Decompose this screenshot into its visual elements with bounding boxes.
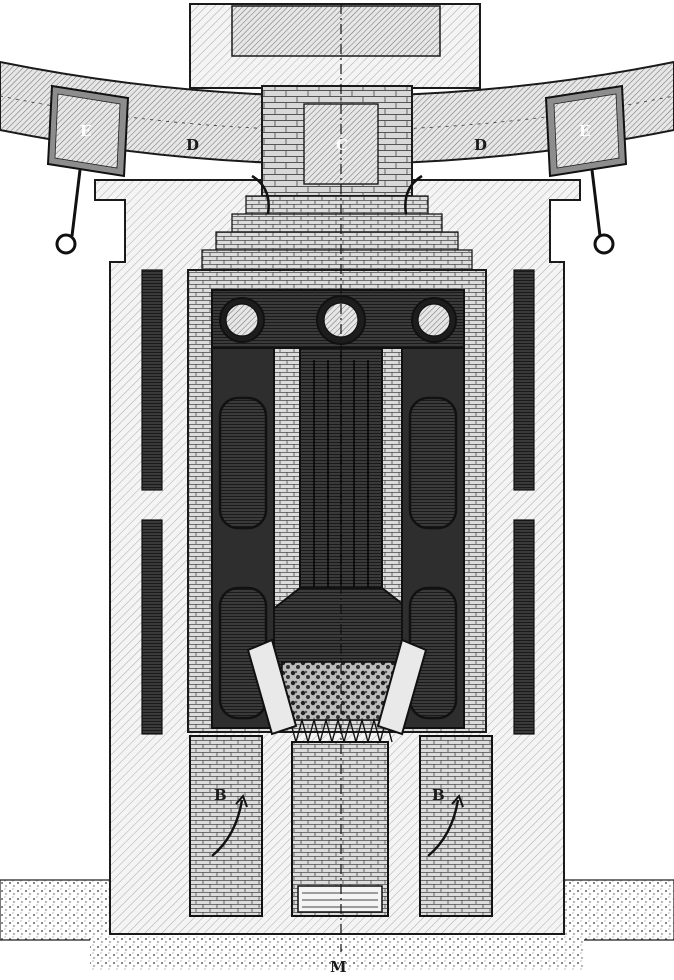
- ash-pit-right: [419, 735, 493, 917]
- hook-left-icon: [55, 169, 82, 255]
- ash-door: [297, 885, 383, 913]
- flow-arrow-left: [211, 799, 244, 857]
- flow-arrow-top-left: [251, 174, 270, 215]
- deflector-right: [376, 638, 428, 736]
- stepped-corbel: [201, 195, 473, 271]
- label-d-right: D: [474, 136, 487, 154]
- flow-arrow-left-head: [235, 794, 248, 808]
- ash-pit-left: [189, 735, 263, 917]
- label-e-right: E: [579, 122, 590, 140]
- flow-arrow-right-head: [451, 794, 464, 808]
- label-b-right: B: [432, 786, 445, 804]
- voussoir-right: [544, 84, 628, 178]
- label-b-left: B: [214, 786, 227, 804]
- label-d-left: D: [186, 136, 199, 154]
- voussoir-left: [46, 84, 130, 178]
- label-e-left: E: [80, 122, 91, 140]
- ground-under: [90, 930, 584, 970]
- flow-arrow-top-right: [404, 174, 423, 215]
- ash-door-lines: [302, 892, 378, 908]
- flow-arrow-right: [427, 799, 460, 857]
- side-slots: [141, 269, 535, 735]
- deflector-left: [246, 638, 298, 736]
- hook-right-icon: [590, 169, 615, 255]
- label-c-center: C: [336, 136, 348, 154]
- chimney-flue: [231, 5, 441, 57]
- label-m-bottom: M: [330, 958, 347, 976]
- header-drums: [211, 289, 465, 349]
